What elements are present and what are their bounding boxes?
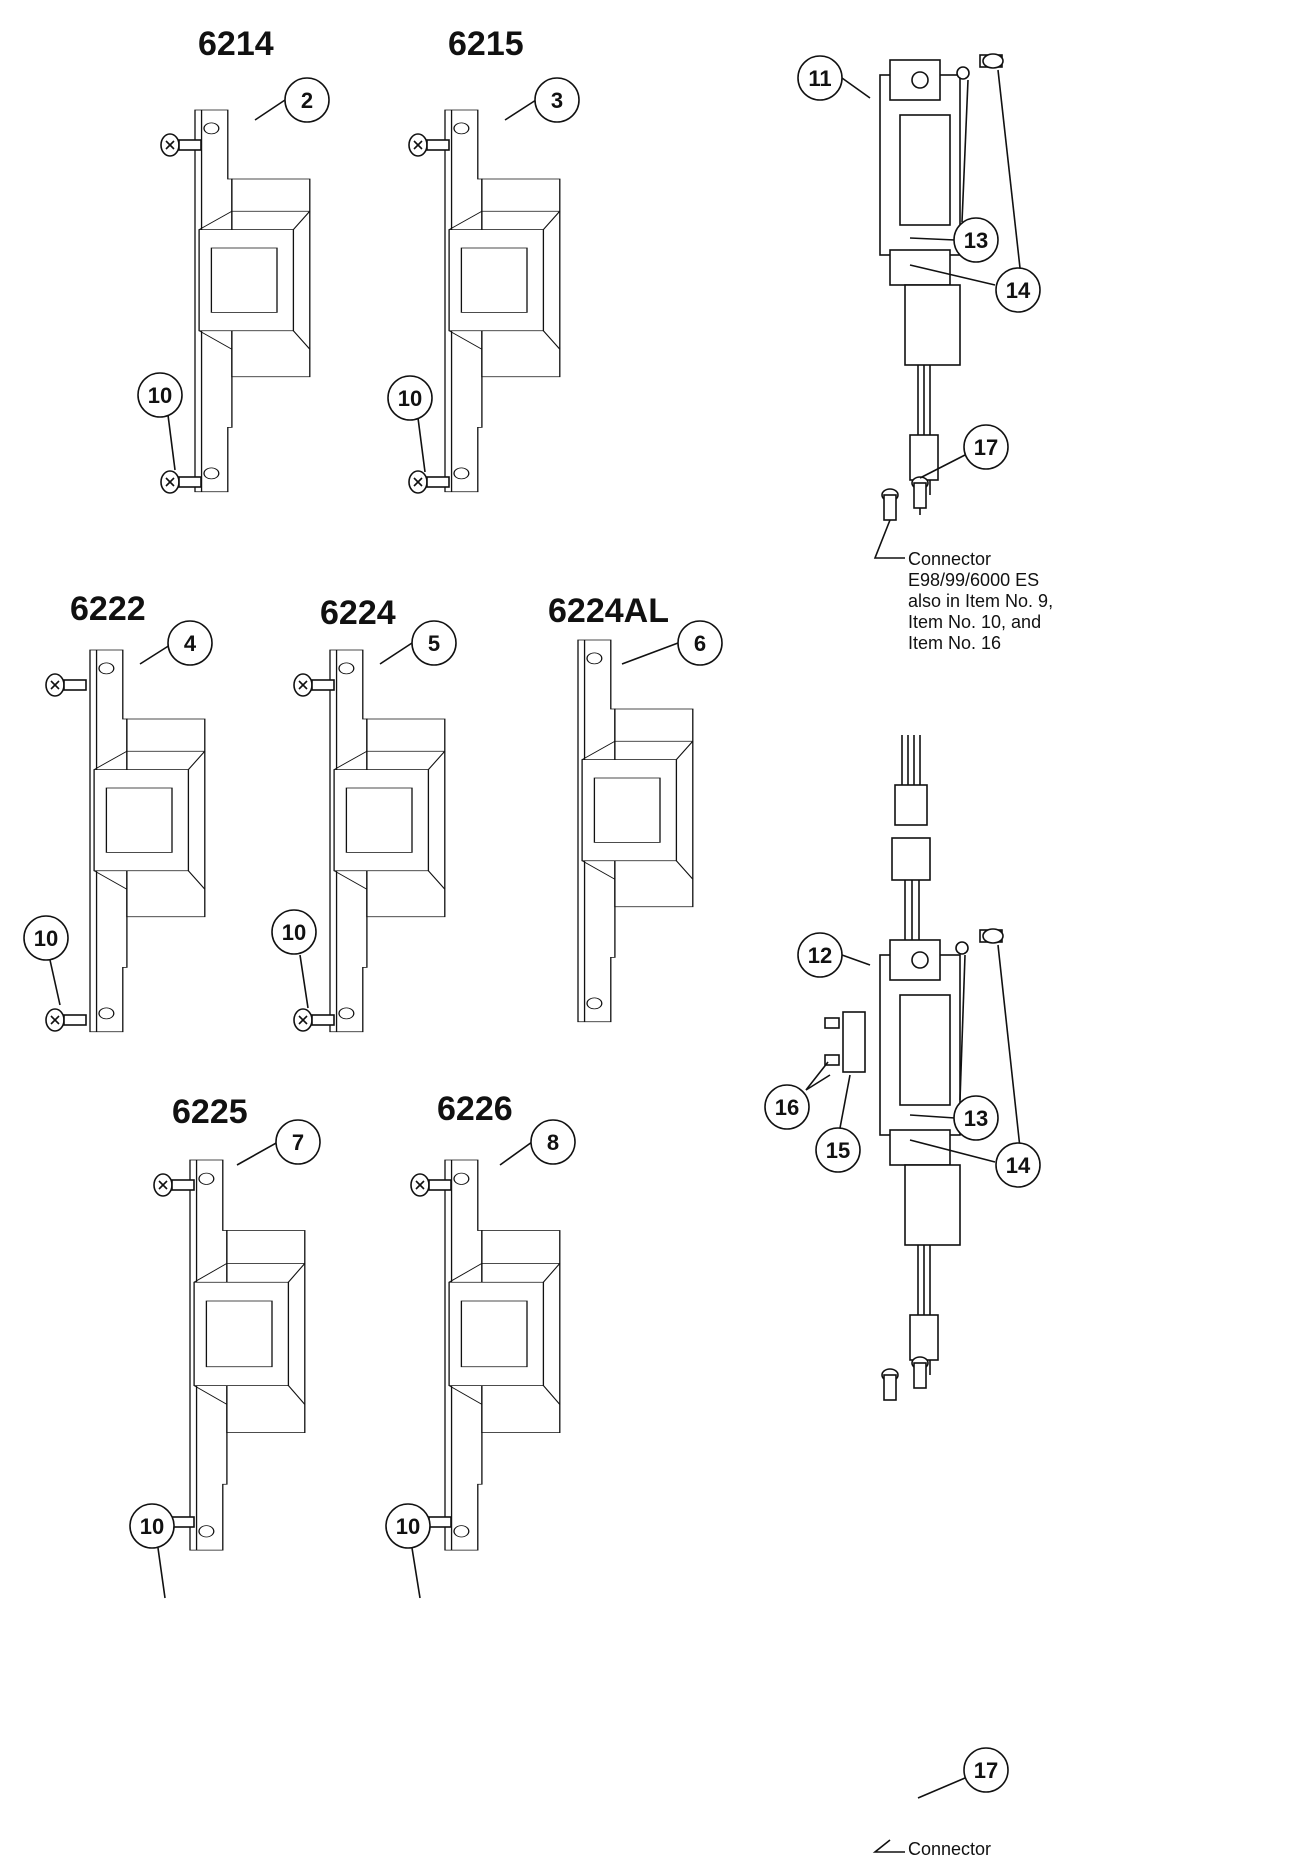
svg-text:11: 11 (808, 66, 831, 91)
leader-lines-top-assembly (841, 69, 1021, 479)
balloon-item-15: 15 (815, 1127, 861, 1173)
svg-text:14: 14 (1006, 1153, 1031, 1178)
balloon-item-14: 14 (995, 1142, 1041, 1188)
strike-6224 (329, 649, 446, 1033)
svg-text:16: 16 (775, 1095, 799, 1120)
balloon-item-13: 13 (953, 1095, 999, 1141)
bracket-item-15 (824, 1011, 866, 1073)
balloon-item-12: 12 (797, 932, 843, 978)
leader-lines (49, 99, 679, 1599)
balloon-item-11: 11 (797, 55, 843, 101)
screw (293, 673, 335, 697)
balloon-item-17: 17 (963, 424, 1009, 470)
solenoid-assembly-bottom (879, 939, 961, 1401)
strike-6225 (189, 1159, 306, 1551)
svg-text:10: 10 (140, 1514, 164, 1539)
model-label-6222: 6222 (70, 590, 146, 628)
model-label-6225: 6225 (172, 1093, 248, 1131)
screw (408, 133, 450, 157)
svg-text:7: 7 (292, 1130, 304, 1155)
svg-text:2: 2 (301, 88, 313, 113)
strike-6222 (89, 649, 206, 1033)
model-label-6226: 6226 (437, 1090, 513, 1128)
balloon-item-10: 10 (137, 372, 183, 418)
washer-screw-top (956, 53, 1004, 80)
connector-note-leader-top (873, 519, 905, 559)
svg-text:13: 13 (964, 1106, 988, 1131)
strike-6226 (444, 1159, 561, 1551)
balloon-item-13: 13 (953, 217, 999, 263)
leader-lines-bottom-assembly (805, 944, 1021, 1799)
balloon-item-4: 4 (167, 620, 213, 666)
solenoid-assembly-top (879, 59, 961, 521)
screw (293, 1008, 335, 1032)
svg-text:13: 13 (964, 228, 988, 253)
balloon-item-10: 10 (387, 375, 433, 421)
svg-text:8: 8 (547, 1130, 559, 1155)
svg-text:10: 10 (398, 386, 422, 411)
balloon-item-10: 10 (271, 909, 317, 955)
strike-6215 (444, 109, 561, 493)
svg-text:6: 6 (694, 631, 706, 656)
model-label-6214: 6214 (198, 25, 274, 63)
model-label-6215: 6215 (448, 25, 524, 63)
balloon-item-10: 10 (385, 1503, 431, 1549)
balloon-item-16: 16 (764, 1084, 810, 1130)
svg-text:10: 10 (148, 383, 172, 408)
balloon-item-10: 10 (23, 915, 69, 961)
screw (45, 1008, 87, 1032)
balloon-item-6: 6 (677, 620, 723, 666)
washer-screw-bottom (955, 928, 1004, 955)
strike-6224al (577, 639, 694, 1023)
balloon-item-14: 14 (995, 267, 1041, 313)
connector-note-leader-bottom (872, 1839, 905, 1853)
balloon-item-7: 7 (275, 1119, 321, 1165)
svg-text:10: 10 (396, 1514, 420, 1539)
screw (45, 673, 87, 697)
connector-note-bottom: Connector (908, 1839, 991, 1859)
balloon-item-8: 8 (530, 1119, 576, 1165)
balloon-item-3: 3 (534, 77, 580, 123)
balloon-item-5: 5 (411, 620, 457, 666)
svg-text:12: 12 (808, 943, 832, 968)
svg-text:17: 17 (974, 1758, 998, 1783)
model-label-6224: 6224 (320, 594, 396, 632)
svg-text:15: 15 (826, 1138, 850, 1163)
connector-plug (891, 735, 931, 948)
balloon-item-10: 10 (129, 1503, 175, 1549)
svg-text:10: 10 (282, 920, 306, 945)
svg-text:10: 10 (34, 926, 58, 951)
strike-6214 (194, 109, 311, 493)
svg-text:14: 14 (1006, 278, 1031, 303)
balloon-item-2: 2 (284, 77, 330, 123)
svg-text:4: 4 (184, 631, 197, 656)
svg-text:5: 5 (428, 631, 440, 656)
screw (408, 470, 450, 494)
svg-text:17: 17 (974, 435, 998, 460)
model-label-6224al: 6224AL (548, 592, 669, 630)
screw (153, 1173, 195, 1197)
svg-text:3: 3 (551, 88, 563, 113)
balloon-item-17: 17 (963, 1747, 1009, 1793)
connector-note-top: Connector E98/99/6000 ES also in Item No… (908, 549, 1058, 653)
